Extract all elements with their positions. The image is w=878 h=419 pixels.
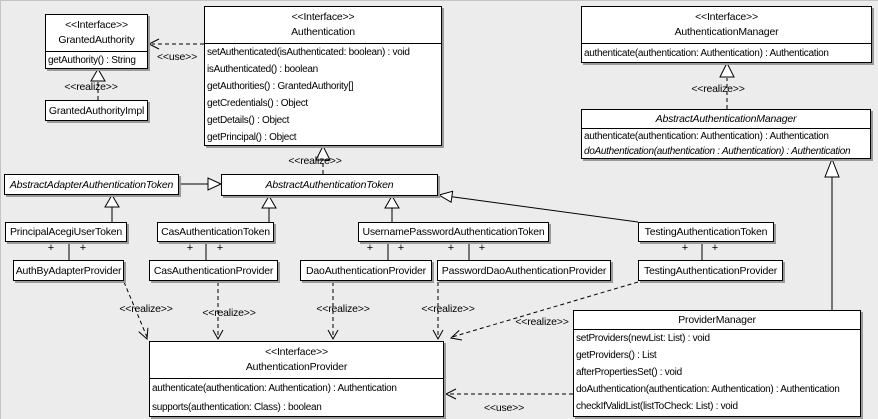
realize-edge-authbyadapterprovider <box>123 281 148 338</box>
class-authentication[interactable]: <<Interface>> Authentication setAuthenti… <box>204 6 442 146</box>
class-name: AuthByAdapterProvider <box>15 264 122 277</box>
realize-label: <<realize>> <box>288 155 342 167</box>
class-name: AbstractAuthenticationToken <box>265 179 394 191</box>
plus-marker: + <box>711 242 719 254</box>
method: authenticate(authentication: Authenticat… <box>584 131 829 142</box>
realize-label: <<realize>> <box>515 316 569 328</box>
plus-marker: + <box>681 242 689 254</box>
class-name: DaoAuthenticationProvider <box>306 264 426 277</box>
class-name: TestingAuthenticationProvider <box>643 264 778 277</box>
plus-marker: + <box>366 242 374 254</box>
stereotype: <<Interface>> <box>65 19 128 31</box>
class-auth-by-adapter-provider[interactable]: AuthByAdapterProvider <box>13 260 124 281</box>
method: setProviders(newList: List) : void <box>576 333 710 344</box>
plus-marker: + <box>186 242 194 254</box>
class-name: GrantedAuthority <box>58 34 135 46</box>
use-label: <<use>> <box>156 51 198 63</box>
class-name: TestingAuthenticationToken <box>644 226 768 238</box>
class-testing-authentication-provider[interactable]: TestingAuthenticationProvider <box>638 260 783 281</box>
realize-edge-testingprovider <box>451 281 639 338</box>
class-password-dao-authentication-provider[interactable]: PasswordDaoAuthenticationProvider <box>437 260 611 281</box>
class-username-password-authentication-token[interactable]: UsernamePasswordAuthenticationToken <box>358 222 549 242</box>
method: doAuthentication(authentication : Authen… <box>584 146 851 157</box>
plus-marker: + <box>79 242 87 254</box>
stereotype: <<Interface>> <box>265 346 328 358</box>
method: doAuthentication(authentication: Authent… <box>576 384 840 395</box>
class-cas-authentication-provider[interactable]: CasAuthenticationProvider <box>149 260 278 281</box>
method: getProviders() : List <box>576 350 657 361</box>
association-edges <box>68 242 703 260</box>
class-name: AbstractAdapterAuthenticationToken <box>9 178 174 191</box>
class-name: CasAuthenticationProvider <box>153 264 274 277</box>
class-name: AbstractAuthenticationManager <box>655 113 797 125</box>
class-name: PasswordDaoAuthenticationProvider <box>441 264 607 277</box>
plus-marker: + <box>447 242 455 254</box>
class-name: AuthenticationProvider <box>245 361 348 373</box>
class-name: PrincipalAcegiUserToken <box>9 226 123 238</box>
class-dao-authentication-provider[interactable]: DaoAuthenticationProvider <box>300 260 432 281</box>
class-name: CasAuthenticationToken <box>161 226 270 238</box>
class-authentication-manager[interactable]: <<Interface>> AuthenticationManager auth… <box>581 6 872 63</box>
plus-marker: + <box>216 242 224 254</box>
realize-label: <<realize>> <box>64 81 118 93</box>
stereotype: <<Interface>> <box>291 11 355 23</box>
class-name: UsernamePasswordAuthenticationToken <box>362 226 545 238</box>
use-label: <<use>> <box>483 402 525 414</box>
realize-label: <<realize>> <box>119 303 173 315</box>
triangle-arrowheads <box>90 61 840 209</box>
class-abstract-authentication-manager[interactable]: AbstractAuthenticationManager authentica… <box>581 109 871 159</box>
method: getPrincipal() : Object <box>207 132 297 143</box>
class-abstract-adapter-authentication-token[interactable]: AbstractAdapterAuthenticationToken <box>4 174 179 195</box>
class-provider-manager[interactable]: ProviderManager setProviders(newList: Li… <box>573 310 861 417</box>
generalization-edges <box>111 177 833 310</box>
class-granted-authority[interactable]: <<Interface>> GrantedAuthority getAuthor… <box>45 14 148 69</box>
class-name: AuthenticationManager <box>674 26 779 38</box>
realize-label: <<realize>> <box>202 307 256 319</box>
plus-marker: + <box>47 242 55 254</box>
class-cas-authentication-token[interactable]: CasAuthenticationToken <box>157 222 274 242</box>
method: isAuthenticated() : boolean <box>207 64 318 75</box>
stereotype: <<Interface>> <box>695 11 758 23</box>
method: setAuthenticated(isAuthenticated: boolea… <box>207 47 410 58</box>
realize-label: <<realize>> <box>316 303 370 315</box>
class-testing-authentication-token[interactable]: TestingAuthenticationToken <box>638 222 774 242</box>
realize-label: <<realize>> <box>691 83 745 95</box>
method: getAuthorities() : GrantedAuthority[] <box>207 81 354 92</box>
method: authenticate(authentication: Authenticat… <box>584 48 829 59</box>
class-granted-authority-impl[interactable]: GrantedAuthorityImpl <box>45 100 148 121</box>
class-name: Authentication <box>291 26 355 38</box>
class-principal-acegi-user-token[interactable]: PrincipalAcegiUserToken <box>5 222 127 242</box>
method: getCredentials() : Object <box>207 98 308 109</box>
method: authenticate(authentication: Authenticat… <box>152 383 397 394</box>
plus-marker: + <box>478 242 486 254</box>
method: getDetails() : Object <box>207 115 290 126</box>
method: getAuthority() : String <box>48 55 136 66</box>
plus-marker: + <box>397 242 405 254</box>
class-name: ProviderManager <box>678 314 756 326</box>
method: afterPropertiesSet() : void <box>576 367 682 378</box>
realize-label: <<realize>> <box>421 303 475 315</box>
class-name: GrantedAuthorityImpl <box>48 104 145 117</box>
class-abstract-authentication-token[interactable]: AbstractAuthenticationToken <box>221 174 438 196</box>
class-authentication-provider[interactable]: <<Interface>> AuthenticationProvider aut… <box>149 341 444 417</box>
open-arrowheads <box>138 38 463 400</box>
method: supports(authentication: Class) : boolea… <box>152 402 322 413</box>
method: checkIfValidList(listToCheck: List) : vo… <box>576 401 738 412</box>
